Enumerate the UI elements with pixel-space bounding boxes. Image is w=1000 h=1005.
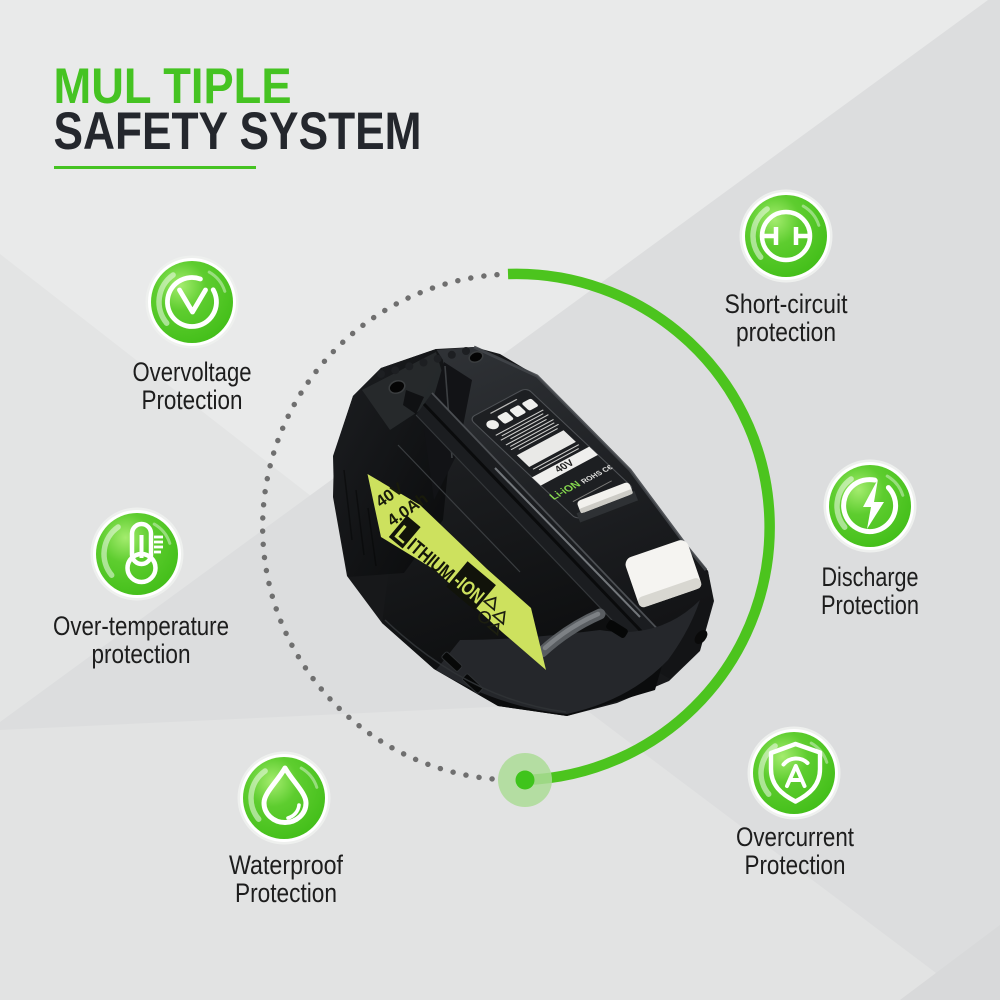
svg-text:Waterproof: Waterproof: [229, 850, 343, 880]
svg-text:Over-temperature: Over-temperature: [53, 611, 229, 641]
svg-text:Protection: Protection: [745, 850, 846, 880]
svg-text:Protection: Protection: [235, 878, 337, 908]
svg-text:Overvoltage: Overvoltage: [133, 357, 252, 387]
svg-text:protection: protection: [736, 317, 836, 347]
svg-text:SAFETY SYSTEM: SAFETY SYSTEM: [54, 102, 422, 161]
svg-text:protection: protection: [92, 639, 191, 669]
svg-text:Overcurrent: Overcurrent: [736, 822, 854, 852]
svg-text:Protection: Protection: [142, 385, 243, 415]
svg-text:Discharge: Discharge: [822, 562, 919, 592]
svg-text:MUL TIPLE: MUL TIPLE: [54, 58, 292, 114]
svg-text:Protection: Protection: [821, 590, 919, 620]
svg-text:Short-circuit: Short-circuit: [725, 289, 848, 319]
